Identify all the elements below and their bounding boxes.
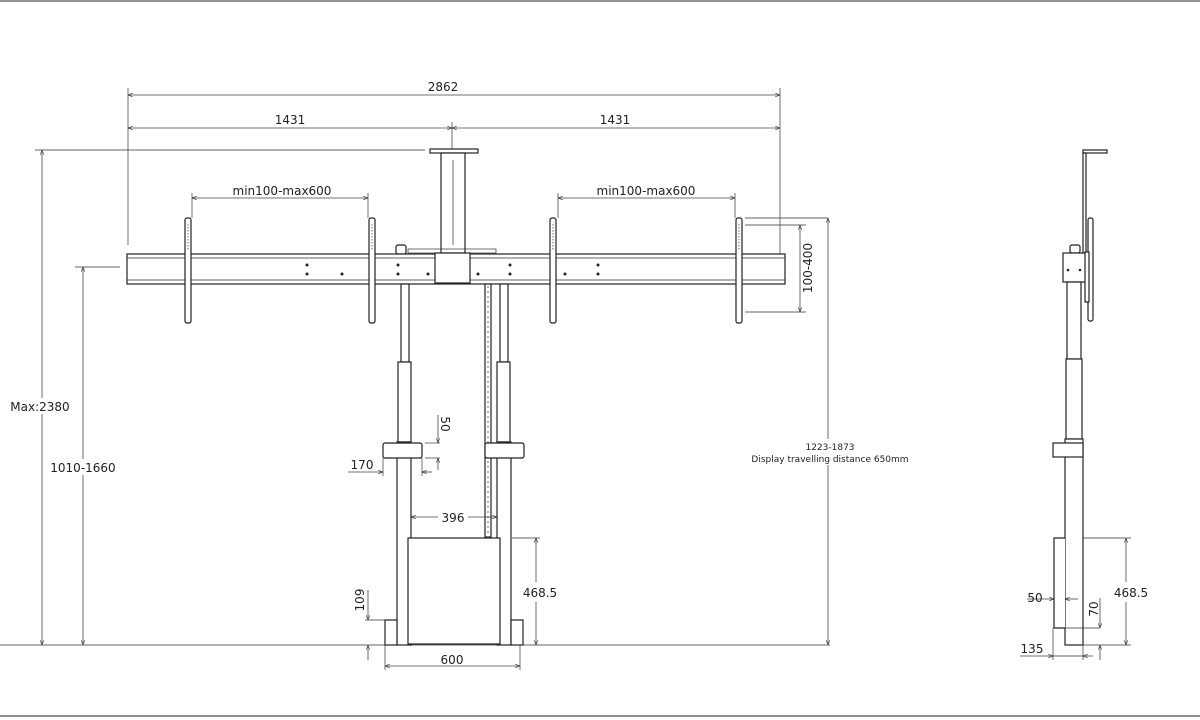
- side-view: 468.5 50 70 135: [1020, 149, 1148, 660]
- label-vesa-vertical: 100-400: [801, 243, 815, 293]
- label-foot-height: 109: [353, 589, 367, 612]
- label-max-height: Max:2380: [10, 400, 69, 414]
- label-travel-note: Display travelling distance 650mm: [751, 455, 908, 465]
- side-top-plate: [1082, 149, 1108, 154]
- label-vesa-horizontal-left: min100-max600: [233, 184, 332, 198]
- cable-chain: [484, 283, 492, 538]
- right-clamp: [484, 442, 525, 459]
- side-base: [1053, 537, 1065, 629]
- label-column-height: 1010-1660: [50, 461, 115, 475]
- control-box: [407, 537, 501, 645]
- label-side-base-height: 70: [1087, 601, 1101, 616]
- label-box-height: 468.5: [523, 586, 557, 600]
- side-head-box: [1062, 252, 1088, 283]
- label-display-height: 1223-1873: [805, 443, 854, 453]
- label-vesa-horizontal-right: min100-max600: [597, 184, 696, 198]
- label-side-base-depth: 135: [1021, 642, 1044, 656]
- left-clamp: [382, 442, 423, 459]
- label-clamp-height: 50: [438, 416, 452, 431]
- label-overall-width: 2862: [428, 80, 459, 94]
- label-half-width-right: 1431: [600, 113, 631, 127]
- label-side-box-height: 468.5: [1114, 586, 1148, 600]
- label-column-gap: 396: [442, 511, 465, 525]
- top-plate: [429, 148, 479, 154]
- center-block: [434, 252, 471, 284]
- right-foot: [510, 619, 524, 646]
- vesa-brackets: [184, 217, 743, 324]
- side-column: [1064, 438, 1084, 646]
- bar-holes: [305, 263, 600, 276]
- front-view: 2862 1431 1431 min100-max600 min100-max6…: [0, 80, 909, 670]
- label-base-width: 600: [441, 653, 464, 667]
- left-foot: [384, 619, 398, 646]
- label-clamp-width: 170: [351, 458, 374, 472]
- label-half-width-left: 1431: [275, 113, 306, 127]
- left-column: [396, 283, 412, 646]
- side-clamp: [1052, 442, 1084, 458]
- label-side-offset: 50: [1027, 591, 1042, 605]
